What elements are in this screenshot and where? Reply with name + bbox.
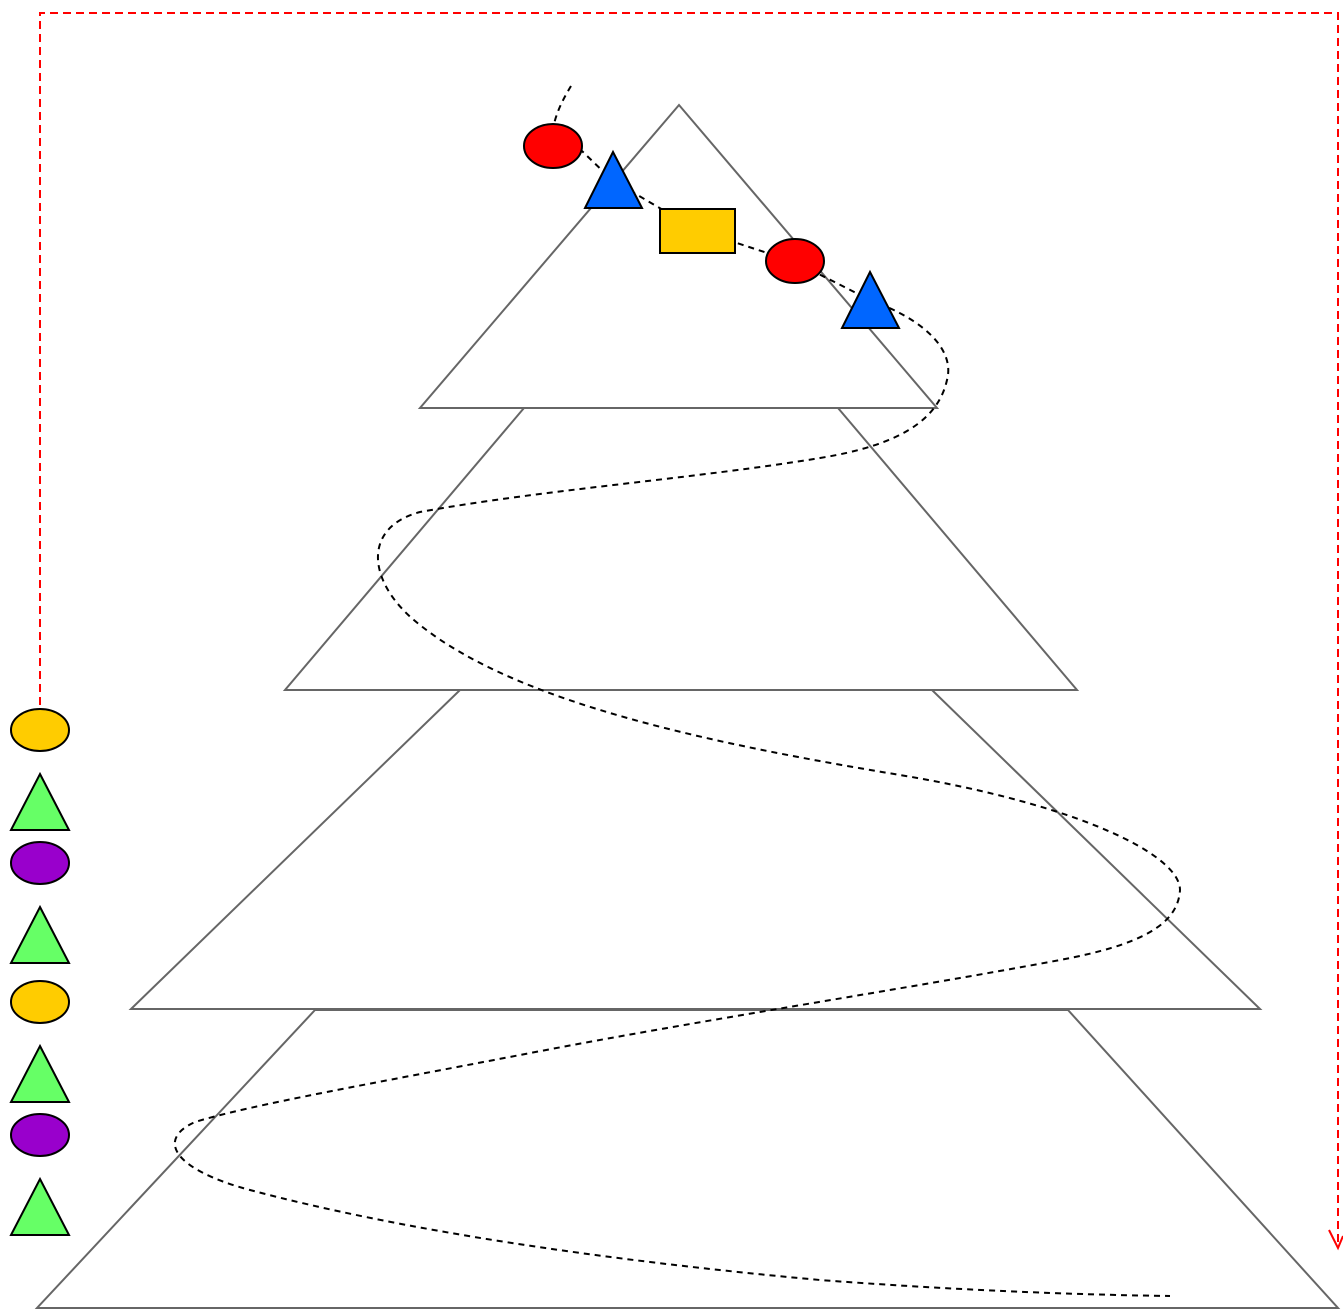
- ornament-blue-triangle: [583, 149, 644, 209]
- queue-green-triangle: [9, 1043, 71, 1103]
- ornament-queue: [9, 708, 71, 1236]
- tree-tier-1: [417, 103, 940, 409]
- ornament-blue-triangle: [840, 269, 901, 329]
- tree-tier-3: [128, 689, 1263, 1010]
- ornaments-on-tree: [523, 123, 901, 329]
- ornament-red-ellipse: [523, 123, 583, 169]
- queue-green-triangle: [9, 771, 71, 831]
- queue-purple-ellipse: [10, 841, 70, 885]
- feed-arrow-line: [39, 12, 1339, 1245]
- ornament-red-ellipse: [765, 238, 825, 284]
- queue-purple-ellipse: [10, 1113, 70, 1157]
- queue-yellow-ellipse: [10, 980, 70, 1024]
- arrowhead-icon: [1328, 1229, 1343, 1251]
- tree-tier-2: [282, 407, 1080, 691]
- feed-arrow: [39, 12, 1343, 1251]
- queue-green-triangle: [9, 1176, 71, 1236]
- queue-green-triangle: [9, 904, 71, 964]
- ornament-yellow-rectangle: [659, 208, 736, 254]
- tree-tier-4: [34, 1009, 1341, 1309]
- garland: [173, 85, 1182, 1297]
- tree: [34, 103, 1341, 1309]
- queue-yellow-ellipse: [10, 708, 70, 752]
